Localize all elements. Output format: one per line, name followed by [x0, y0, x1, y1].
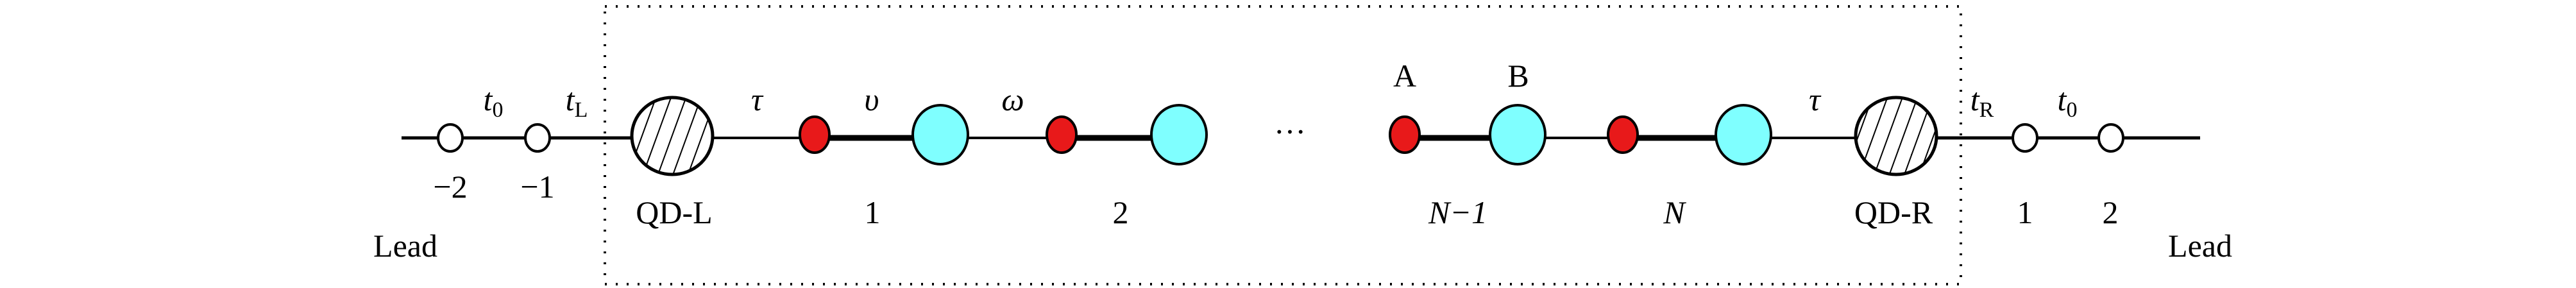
site-a-cell-n-1: [1389, 115, 1421, 154]
scattering-region-box: [604, 5, 1962, 285]
ellipsis: ···: [1274, 114, 1306, 149]
label-site-plus-1: 1: [2017, 194, 2033, 230]
label-cell-2: 2: [1113, 194, 1129, 230]
label-sublattice-b: B: [1507, 58, 1529, 94]
site-a-cell-1: [799, 115, 831, 154]
lead-site-minus-1: [524, 123, 551, 153]
quantum-dot-left: [630, 96, 715, 176]
label-right-lead: Lead: [2168, 228, 2232, 264]
label-qd-left: QD-L: [636, 194, 712, 230]
label-t0-right: t0: [2058, 81, 2078, 122]
quantum-dot-right: [1854, 96, 1938, 176]
label-tR: tR: [1970, 81, 1994, 122]
site-b-cell-n-1: [1489, 104, 1546, 165]
label-tau-right: τ: [1809, 81, 1822, 117]
lead-site-plus-1: [2012, 123, 2038, 153]
site-b-cell-2: [1150, 104, 1208, 165]
site-b-cell-n: [1715, 104, 1772, 165]
label-omega: ω: [1001, 81, 1024, 117]
site-a-cell-2: [1046, 115, 1078, 154]
label-tau-left: τ: [751, 81, 764, 117]
label-cell-1: 1: [865, 194, 881, 230]
label-upsilon: υ: [865, 81, 879, 117]
label-site-minus-1: −1: [520, 169, 554, 205]
label-left-lead: Lead: [373, 228, 437, 264]
site-a-cell-n: [1607, 115, 1639, 154]
lead-site-minus-2: [437, 123, 464, 153]
lead-site-plus-2: [2097, 123, 2124, 153]
label-qd-right: QD-R: [1854, 194, 1933, 230]
label-site-minus-2: −2: [433, 169, 467, 205]
label-tL: tL: [566, 81, 588, 122]
label-cell-n: N: [1663, 194, 1686, 230]
label-site-plus-2: 2: [2103, 194, 2119, 230]
label-t0-left: t0: [484, 81, 504, 122]
label-sublattice-a: A: [1393, 58, 1416, 94]
site-b-cell-1: [911, 104, 969, 165]
label-cell-n-1: N−1: [1428, 194, 1487, 230]
